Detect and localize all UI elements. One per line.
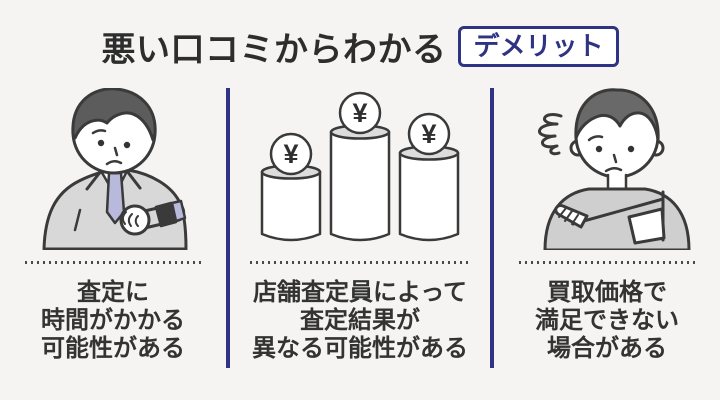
yen-symbol: ¥ <box>352 98 367 128</box>
caption-line: 場合がある <box>547 335 667 362</box>
yen-coin-icon: ¥ <box>269 132 313 176</box>
caption-line: 査定結果が <box>300 307 420 334</box>
demerit-badge: デメリット <box>458 25 619 68</box>
caption-price-unsatisfied: 買取価格で 満足できない 場合がある <box>494 279 720 363</box>
yen-symbol: ¥ <box>421 119 436 149</box>
figure-annoyed-person <box>494 88 720 250</box>
frustration-scribble-icon <box>538 113 563 156</box>
yen-coin-podiums-icon: ¥ ¥ ¥ <box>260 91 460 242</box>
title-text: 悪い口コミからわかる <box>101 31 447 69</box>
caption-line: 店舗査定員によって <box>252 279 468 306</box>
dotted-divider <box>519 261 695 264</box>
column-result-varies: ¥ ¥ ¥ 店舗査定員によって 査定結果 <box>230 88 490 368</box>
caption-line: 可能性がある <box>41 335 185 362</box>
figure-yen-podiums: ¥ ¥ ¥ <box>230 88 490 250</box>
column-price-unsatisfied: 買取価格で 満足できない 場合がある <box>494 88 720 368</box>
column-divider <box>490 88 494 368</box>
annoyed-person-crossed-arms-icon <box>538 88 691 250</box>
caption-line: 異なる可能性がある <box>252 335 468 362</box>
yen-coin-icon: ¥ <box>338 91 382 135</box>
columns-row: 査定に 時間がかかる 可能性がある <box>0 88 720 368</box>
caption-line: 時間がかかる <box>41 307 185 334</box>
yen-coin-icon: ¥ <box>407 112 451 156</box>
column-divider <box>226 88 230 368</box>
caption-line: 満足できない <box>535 307 679 334</box>
dotted-divider <box>25 261 201 264</box>
caption-line: 買取価格で <box>547 279 667 306</box>
yen-symbol: ¥ <box>283 139 298 169</box>
page-title: 悪い口コミからわかる デメリット <box>0 22 720 71</box>
column-assessment-time: 査定に 時間がかかる 可能性がある <box>0 88 226 368</box>
caption-assessment-time: 査定に 時間がかかる 可能性がある <box>0 279 226 363</box>
caption-result-varies: 店舗査定員によって 査定結果が 異なる可能性がある <box>230 279 490 363</box>
caption-line: 査定に <box>77 279 149 306</box>
figure-man-watch <box>0 88 226 250</box>
dotted-divider <box>250 261 470 264</box>
man-looking-at-watch-icon <box>42 88 188 250</box>
